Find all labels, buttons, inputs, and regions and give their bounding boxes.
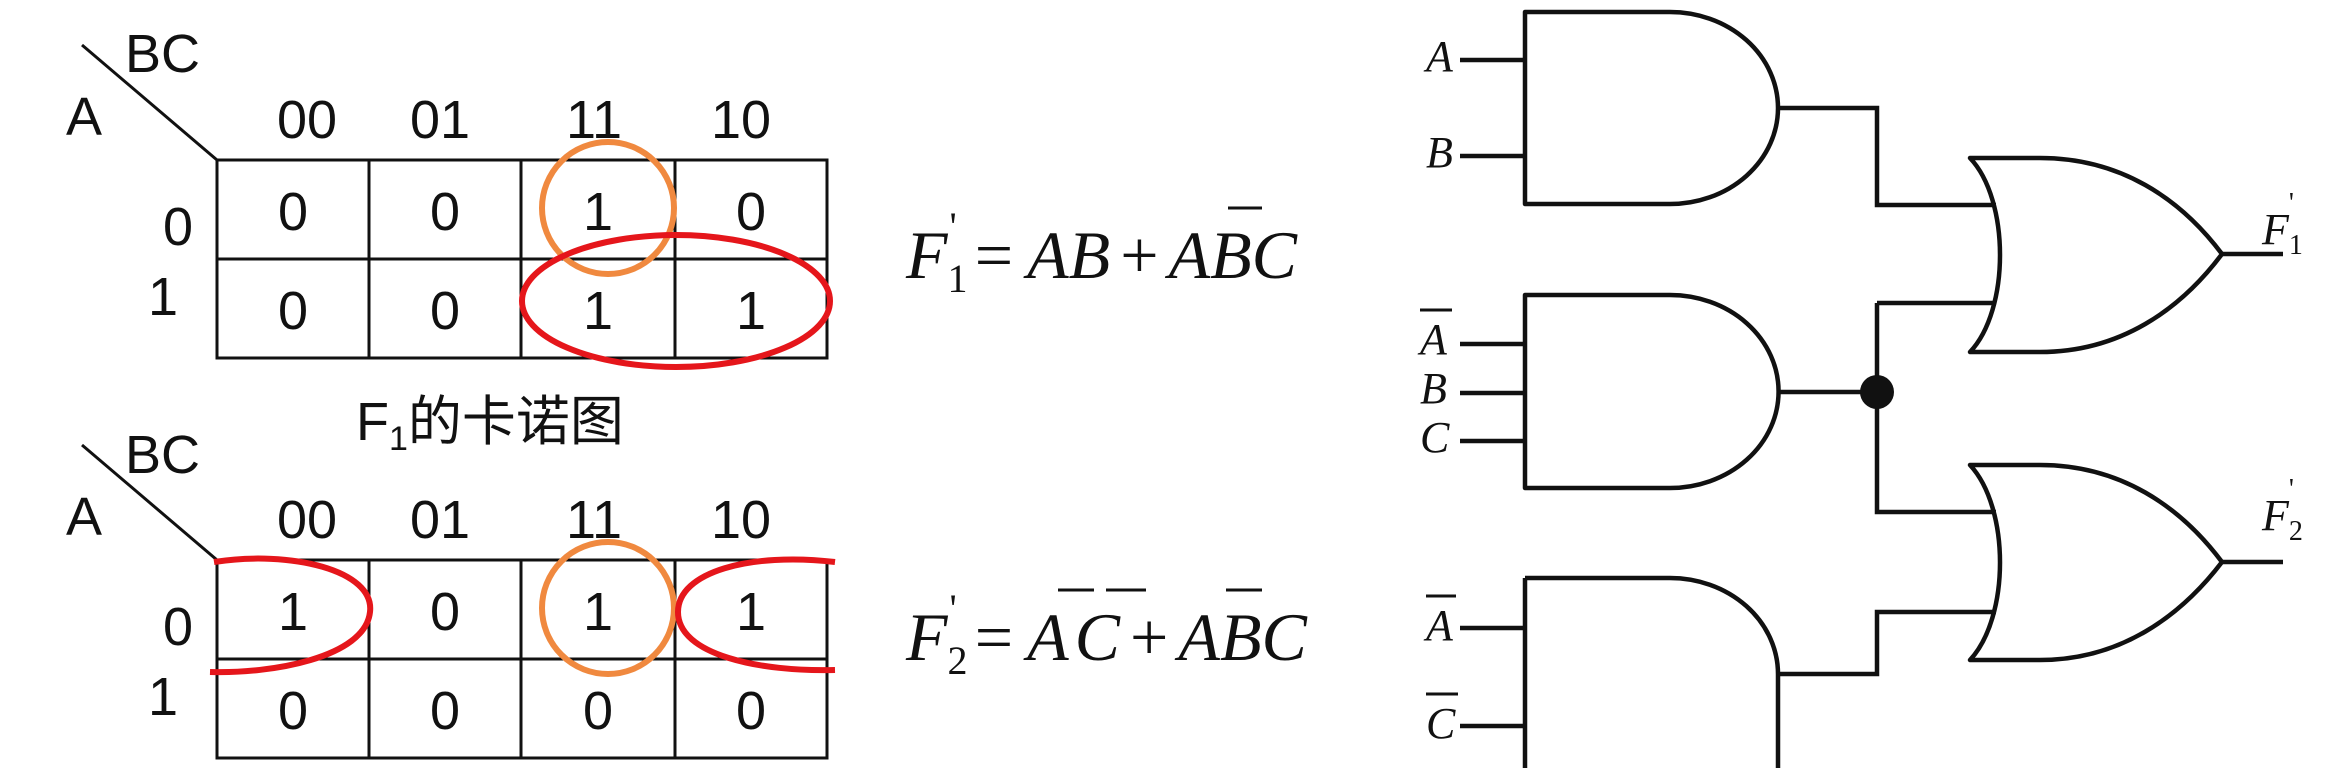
kmap-row-var: A	[66, 87, 102, 147]
svg-text:F1'=AB+ABC: F1'=AB+ABC	[905, 204, 1298, 301]
kmap-cell: 1	[583, 582, 613, 642]
grouping-loop-orange	[539, 539, 677, 677]
input-label: C	[1420, 413, 1450, 462]
kmap-caption: F1的卡诺图	[356, 392, 624, 458]
kmap-row-label: 0	[163, 197, 193, 257]
kmap-cell: 1	[736, 582, 766, 642]
kmap-f1: BC A 00 01 11 10 0 1 0 0 1 0 0 0 1 1 F1的…	[66, 24, 833, 458]
input-label: C	[1426, 699, 1456, 748]
kmap-col-label: 01	[410, 90, 470, 150]
kmap-cell: 1	[583, 182, 613, 242]
input-label: B	[1420, 364, 1447, 413]
kmap-row-label: 1	[148, 667, 178, 727]
output-label-f2: F2'	[2261, 474, 2303, 547]
kmap-col-label: 10	[711, 490, 771, 550]
input-label: A	[1423, 601, 1454, 650]
kmap-cell: 0	[430, 281, 460, 341]
kmap-col-label: 00	[277, 90, 337, 150]
kmap-cell: 1	[583, 281, 613, 341]
kmap-row-label: 0	[163, 597, 193, 657]
equation-f1: F1'=AB+ABC	[905, 204, 1298, 301]
kmap-cell: 0	[278, 281, 308, 341]
kmap-col-label: 00	[277, 490, 337, 550]
kmap-col-label: 01	[410, 490, 470, 550]
kmap-cell: 1	[278, 582, 308, 642]
kmap-cell: 0	[736, 681, 766, 741]
input-label: A	[1423, 32, 1454, 81]
kmap-col-label: 10	[711, 90, 771, 150]
or-gate	[1967, 462, 2225, 663]
kmap-cell: 0	[736, 182, 766, 242]
kmap-cell: 0	[430, 681, 460, 741]
and-gate	[1522, 9, 1781, 207]
grouping-loop-red	[519, 232, 833, 370]
kmap-cell: 0	[583, 681, 613, 741]
output-label-f1: F1'	[2261, 188, 2303, 261]
kmap-f2: BC A 00 01 11 10 0 1 1 0 1 1 0 0 0 0	[66, 425, 836, 760]
kmap-cell: 0	[278, 681, 308, 741]
kmap-col-var: BC	[125, 425, 200, 485]
and-gate	[1522, 292, 1781, 491]
grouping-loop-red-wrap-right	[674, 556, 836, 674]
kmap-diagonal	[81, 43, 218, 162]
kmap-row-label: 1	[148, 267, 178, 327]
logic-circuit: A B A B C A C F1' F2'	[1417, 9, 2303, 768]
kmap-diagonal	[81, 443, 218, 562]
junction-dot	[1860, 375, 1894, 409]
grouping-loop-red-wrap-left	[209, 555, 374, 676]
kmap-row-var: A	[66, 487, 102, 547]
kmap-cell: 0	[278, 182, 308, 242]
or-gate	[1967, 155, 2225, 355]
and-gate	[1522, 575, 1781, 768]
grouping-loop-orange	[539, 139, 677, 277]
kmap-col-var: BC	[125, 24, 200, 84]
kmap-cell: 0	[430, 182, 460, 242]
svg-text:F2'=AC+ABC: F2'=AC+ABC	[905, 586, 1307, 683]
kmap-cell: 0	[430, 582, 460, 642]
input-label: A	[1417, 315, 1448, 364]
kmap-cell: 1	[736, 281, 766, 341]
input-label: B	[1426, 128, 1453, 177]
equation-f2: F2'=AC+ABC	[905, 586, 1307, 683]
